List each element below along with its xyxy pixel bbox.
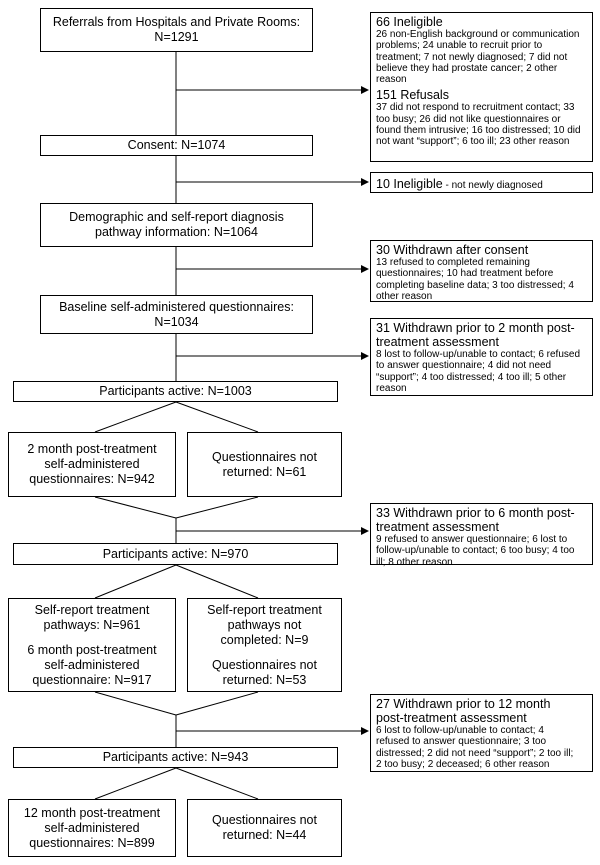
six-month-l1: Self-report treatment <box>34 602 150 617</box>
withdrawn-30-line: 13 refused to completed remaining <box>376 257 530 268</box>
participants-active-text-3: Participants active: N=943 <box>102 750 249 764</box>
ineligible-66-line: treatment; 7 not newly diagnosed; 7 did … <box>376 51 568 63</box>
twelve-month-box: 12 month post-treatment self-administere… <box>8 799 176 857</box>
participants-active-text-1: Participants active: N=1003 <box>99 384 252 398</box>
merge-line-right-1 <box>175 496 259 519</box>
ineligible-10-title: 10 Ineligible <box>376 177 443 191</box>
withdrawn-31-line: 8 lost to follow-up/unable to contact; 6… <box>376 349 581 360</box>
withdrawn-31-line: to answer questionnaire; 4 did not need <box>376 360 552 372</box>
participants-active-box-2: Participants active: N=970 <box>13 543 338 565</box>
withdrawn-30-line: questionnaires; 10 had treatment before <box>376 268 554 280</box>
refusals-151-line: not want “support”; 6 too ill; 23 other … <box>376 136 570 148</box>
withdrawn-30-line: other reason <box>376 290 433 302</box>
baseline-line2: N=1034 <box>154 314 199 329</box>
two-month-box: 2 month post-treatment self-administered… <box>8 432 176 497</box>
six-month-nc-l5: returned: N=53 <box>222 672 307 687</box>
six-month-l3: 6 month post-treatment <box>27 642 157 657</box>
demographic-box: Demographic and self-report diagnosis pa… <box>40 203 313 247</box>
withdrawn-33-box: 33 Withdrawn prior to 6 month post- trea… <box>370 503 593 568</box>
refusals-151-line: found them intrusive; 16 too distressed;… <box>376 125 581 137</box>
referrals-title: Referrals from Hospitals and Private Roo… <box>52 15 301 29</box>
six-month-l4: self-administered <box>44 657 140 672</box>
ineligible-10-note: - not newly diagnosed <box>442 180 543 191</box>
withdrawn-27-box: 27 Withdrawn prior to 12 month post-trea… <box>370 694 593 772</box>
baseline-box: Baseline self-administered questionnaire… <box>40 295 313 334</box>
withdrawn-27-title: post-treatment assessment <box>376 711 527 725</box>
split-line-left-1 <box>94 401 177 433</box>
six-month-nc-l3: completed: N=9 <box>220 632 309 647</box>
twelve-month-line2: self-administered <box>44 820 140 835</box>
two-month-line1: 2 month post-treatment <box>27 442 157 456</box>
split-line-left-2 <box>94 564 177 599</box>
refusals-151-line: 37 did not respond to recruitment contac… <box>376 102 575 114</box>
withdrawn-33-line: follow-up/unable to contact; 6 too busy;… <box>376 545 575 557</box>
six-month-nc-l4: Questionnaires not <box>212 657 317 672</box>
not-returned-44-box: Questionnaires not returned: N=44 <box>187 799 342 857</box>
not-returned-44-line2: returned: N=44 <box>222 828 307 842</box>
withdrawn-31-line: reason <box>376 382 407 394</box>
six-month-nc-l1: Self-report treatment <box>207 602 322 617</box>
six-month-nc-l2: pathways not <box>227 617 302 632</box>
exclusions-box: 66 Ineligible 26 non-English background … <box>370 12 593 162</box>
demographic-line2: pathway information: N=1064 <box>95 225 258 239</box>
withdrawn-27-title: 27 Withdrawn prior to 12 month <box>376 697 551 711</box>
two-month-line3: questionnaires: N=942 <box>29 472 155 486</box>
split-line-left-3 <box>94 767 177 800</box>
consent-text: Consent: N=1074 <box>127 138 226 152</box>
refusals-151-line: too busy; 26 did not like questionnaires… <box>376 113 561 125</box>
withdrawn-27-line: refused to answer questionnaire; 3 too <box>376 736 547 748</box>
withdrawn-30-line: completing baseline data; 3 too distress… <box>376 279 574 291</box>
ineligible-66-line: problems; 24 unable to recruit prior to <box>376 40 543 52</box>
ineligible-10-box: 10 Ineligible - not newly diagnosed <box>370 172 593 193</box>
baseline-line1: Baseline self-administered questionnaire… <box>59 299 294 314</box>
not-returned-61-line1: Questionnaires not <box>212 449 317 464</box>
ineligible-66-line: believe they had prostate cancer; 2 othe… <box>376 62 558 74</box>
withdrawn-31-box: 31 Withdrawn prior to 2 month post- trea… <box>370 318 593 396</box>
withdrawn-30-title: 30 Withdrawn after consent <box>376 243 529 257</box>
withdrawn-27-line: 6 lost to follow-up/unable to contact; 4 <box>376 725 544 736</box>
not-returned-61-line2: returned: N=61 <box>222 464 307 479</box>
withdrawn-33-title: treatment assessment <box>376 520 499 534</box>
merge-line-left-1 <box>94 496 177 519</box>
referrals-count: N=1291 <box>154 30 199 44</box>
withdrawn-27-line: distressed; 2 did not need “support”; 2 … <box>376 747 574 759</box>
withdrawn-33-title: 33 Withdrawn prior to 6 month post- <box>376 506 575 520</box>
participants-active-box-3: Participants active: N=943 <box>13 747 338 768</box>
participants-active-box-1: Participants active: N=1003 <box>13 381 338 402</box>
withdrawn-33-line: 9 refused to answer questionnaire; 6 los… <box>376 534 568 545</box>
merge-line-left-2 <box>94 691 177 716</box>
referrals-box: Referrals from Hospitals and Private Roo… <box>40 8 313 52</box>
withdrawn-33-line: ill; 8 other reason <box>376 556 453 568</box>
not-returned-44-line1: Questionnaires not <box>212 813 317 827</box>
ineligible-66-line: reason <box>376 74 407 86</box>
withdrawn-31-title: treatment assessment <box>376 335 499 349</box>
split-line-right-1 <box>175 401 259 433</box>
six-month-box: Self-report treatment pathways: N=961 6 … <box>8 598 176 692</box>
ineligible-66-line: 26 non-English background or communicati… <box>376 29 580 40</box>
participants-active-text-2: Participants active: N=970 <box>102 546 249 561</box>
consent-box: Consent: N=1074 <box>40 135 313 156</box>
withdrawn-30-box: 30 Withdrawn after consent 13 refused to… <box>370 240 593 302</box>
refusals-151-title: 151 Refusals <box>376 88 449 103</box>
withdrawn-31-title: 31 Withdrawn prior to 2 month post- <box>376 321 575 335</box>
split-line-right-3 <box>175 767 259 800</box>
not-returned-61-box: Questionnaires not returned: N=61 <box>187 432 342 497</box>
withdrawn-31-line: “support”; 4 too distressed; 4 too ill; … <box>376 371 567 383</box>
twelve-month-line1: 12 month post-treatment <box>23 805 161 820</box>
withdrawn-27-line: 2 too busy; 2 deceased; 6 other reason <box>376 758 550 770</box>
six-month-l5: questionnaire: N=917 <box>32 672 152 687</box>
two-month-line2: self-administered <box>44 457 140 471</box>
merge-line-right-2 <box>175 691 259 716</box>
twelve-month-line3: questionnaires: N=899 <box>29 835 155 850</box>
six-month-not-completed-box: Self-report treatment pathways not compl… <box>187 598 342 692</box>
six-month-l2: pathways: N=961 <box>43 617 141 632</box>
split-line-right-2 <box>175 564 259 599</box>
ineligible-66-title: 66 Ineligible <box>376 15 443 29</box>
demographic-line1: Demographic and self-report diagnosis <box>69 210 284 224</box>
